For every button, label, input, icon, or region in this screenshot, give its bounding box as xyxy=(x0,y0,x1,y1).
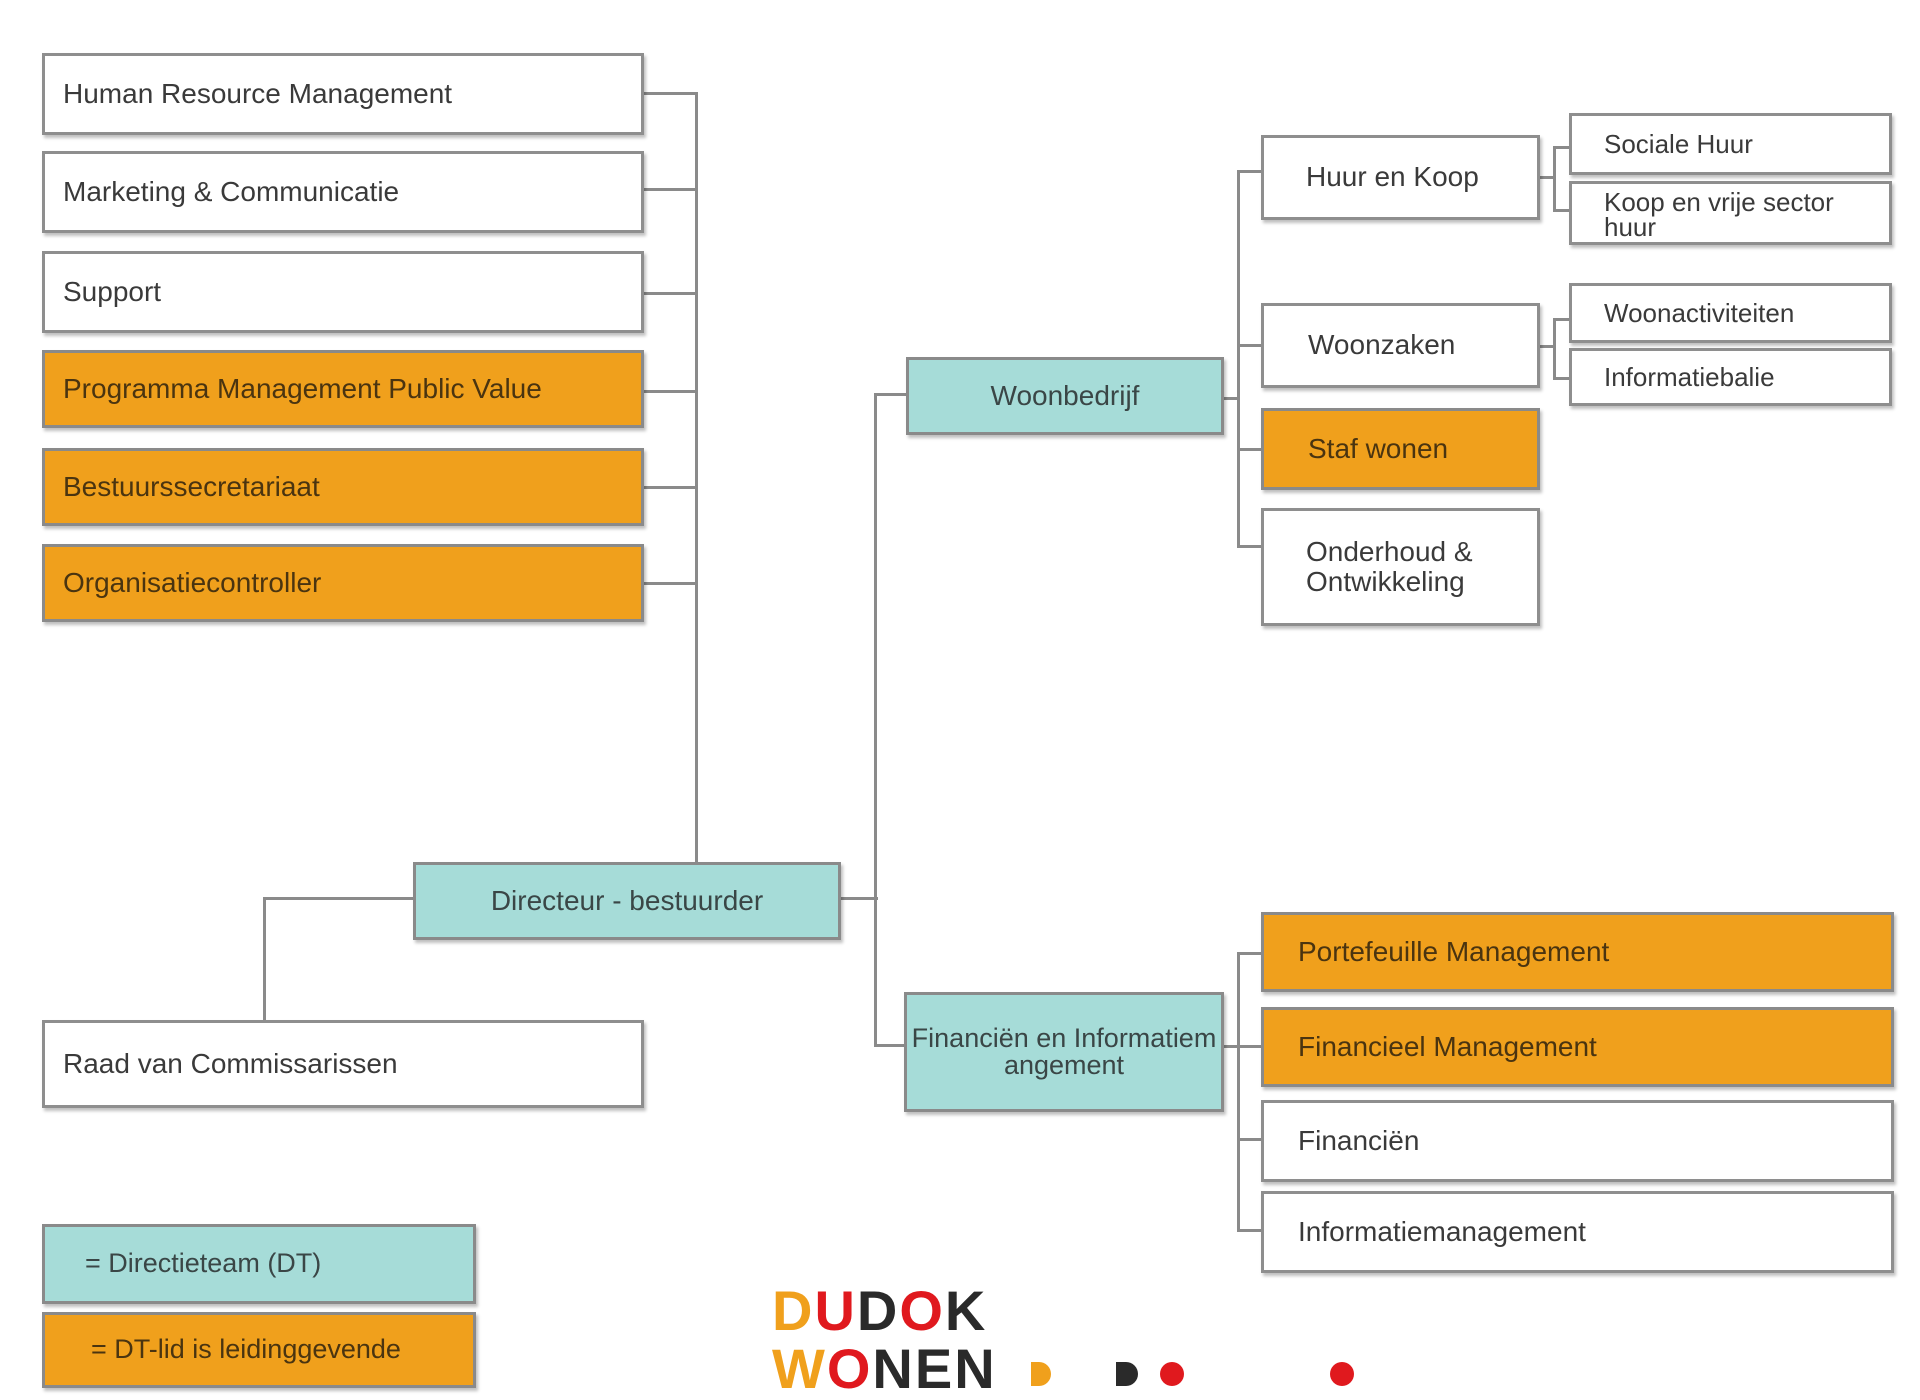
logo-letter: D xyxy=(856,1279,900,1342)
connector-line xyxy=(1237,344,1261,347)
logo-dot-red-icon xyxy=(1160,1362,1184,1386)
raad-van-commissarissen-node: Raad van Commissarissen xyxy=(42,1020,644,1108)
connector-line xyxy=(1237,1045,1261,1048)
connector-line xyxy=(1538,345,1556,348)
unit-label: Marketing & Communicatie xyxy=(63,175,400,207)
logo-letter: W xyxy=(772,1337,827,1400)
staf-wonen-label: Staf wonen xyxy=(1308,432,1449,464)
connector-line xyxy=(874,393,906,396)
huur-en-koop-label: Huur en Koop xyxy=(1306,161,1479,193)
connector-line xyxy=(642,582,698,585)
logo-dot-orange-icon xyxy=(1031,1362,1051,1386)
connector-line xyxy=(874,393,877,1047)
informatiemanagement-node: Informatiemanagement xyxy=(1261,1191,1894,1273)
connector-line xyxy=(695,92,698,862)
staf-wonen-node: Staf wonen xyxy=(1261,408,1540,490)
connector-line xyxy=(1553,146,1569,149)
connector-line xyxy=(642,390,698,393)
raad-label: Raad van Commissarissen xyxy=(63,1047,398,1079)
connector-line xyxy=(1553,377,1569,380)
informatiebalie-node: Informatiebalie xyxy=(1569,348,1892,406)
connector-line xyxy=(1237,545,1261,548)
woonzaken-node: Woonzaken xyxy=(1261,303,1540,388)
unit-label: Bestuurssecretariaat xyxy=(63,470,320,502)
financieel-management-node: Financieel Management xyxy=(1261,1007,1894,1087)
onderhoud-ontwikkeling-node: Onderhoud & Ontwikkeling xyxy=(1261,508,1540,626)
financien-child-node: Financiën xyxy=(1261,1100,1894,1182)
unit-programma-management-public-value: Programma Management Public Value xyxy=(42,350,644,428)
connector-line xyxy=(1237,170,1240,547)
connector-line xyxy=(1553,318,1569,321)
sociale-huur-node: Sociale Huur xyxy=(1569,113,1892,175)
director-node: Directeur - bestuurder xyxy=(413,862,841,940)
connector-line xyxy=(874,1044,906,1047)
huur-en-koop-node: Huur en Koop xyxy=(1261,135,1540,220)
woonbedrijf-label: Woonbedrijf xyxy=(990,379,1140,411)
woonactiviteiten-node: Woonactiviteiten xyxy=(1569,283,1892,343)
unit-label: Organisatiecontroller xyxy=(63,566,322,598)
connector-line xyxy=(1237,1138,1261,1141)
legend-teal-label: = Directieteam (DT) xyxy=(85,1248,322,1279)
unit-bestuurssecretariaat: Bestuurssecretariaat xyxy=(42,448,644,526)
connector-line xyxy=(1222,1045,1240,1048)
logo-letter: O xyxy=(826,1337,873,1400)
connector-line xyxy=(838,897,878,900)
woonzaken-label: Woonzaken xyxy=(1308,329,1456,361)
financieel-management-label: Financieel Management xyxy=(1298,1030,1597,1062)
connector-line xyxy=(1237,952,1261,955)
logo-letter: O xyxy=(899,1279,945,1342)
legend-orange-label: = DT-lid is leidinggevende xyxy=(91,1334,401,1365)
unit-marketing-communicatie: Marketing & Communicatie xyxy=(42,151,644,233)
logo-letter: N xyxy=(872,1337,915,1400)
informatiebalie-label: Informatiebalie xyxy=(1604,361,1775,392)
connector-line xyxy=(1553,318,1556,380)
logo-letter: D xyxy=(772,1279,815,1342)
connector-line xyxy=(263,897,413,900)
logo-letter: E xyxy=(914,1337,955,1400)
logo-letter: K xyxy=(944,1279,988,1342)
logo-line-1: D U D O K xyxy=(772,1283,997,1339)
logo-letter: N xyxy=(954,1337,997,1400)
connector-line xyxy=(1237,448,1261,451)
connector-line xyxy=(1538,176,1556,179)
portefeuille-management-node: Portefeuille Management xyxy=(1261,912,1894,992)
connector-line xyxy=(1237,952,1240,1232)
sociale-huur-label: Sociale Huur xyxy=(1604,128,1753,159)
portefeuille-management-label: Portefeuille Management xyxy=(1298,935,1610,967)
connector-line xyxy=(642,486,698,489)
legend-orange: = DT-lid is leidinggevende xyxy=(42,1312,476,1388)
unit-support: Support xyxy=(42,251,644,333)
connector-line xyxy=(1237,170,1261,173)
unit-label: Human Resource Management xyxy=(63,77,453,109)
connector-line xyxy=(642,188,698,191)
logo-dot-red-icon xyxy=(1330,1362,1354,1386)
connector-line xyxy=(1222,397,1240,400)
informatiemanagement-label: Informatiemanagement xyxy=(1298,1215,1586,1247)
logo-line-2: W O N E N xyxy=(772,1341,997,1397)
logo-letter: U xyxy=(814,1279,857,1342)
connector-line xyxy=(642,292,698,295)
unit-human-resource-management: Human Resource Management xyxy=(42,53,644,135)
woonactiviteiten-label: Woonactiviteiten xyxy=(1604,297,1795,328)
financien-label: Financiën en Informatiemangement xyxy=(911,1023,1217,1080)
connector-line xyxy=(1237,1229,1261,1232)
financien-node: Financiën en Informatiemangement xyxy=(904,992,1224,1112)
director-label: Directeur - bestuurder xyxy=(490,884,764,916)
logo-dot-dark-icon xyxy=(1116,1362,1138,1386)
unit-label: Programma Management Public Value xyxy=(63,372,542,404)
koop-vrije-sector-node: Koop en vrije sector huur xyxy=(1569,181,1892,245)
connector-line xyxy=(1553,146,1556,212)
koop-vrije-sector-label: Koop en vrije sector huur xyxy=(1604,187,1834,242)
connector-line xyxy=(1553,209,1569,212)
unit-label: Support xyxy=(63,275,162,307)
unit-organisatiecontroller: Organisatiecontroller xyxy=(42,544,644,622)
connector-line xyxy=(642,92,698,95)
woonbedrijf-node: Woonbedrijf xyxy=(906,357,1224,435)
onderhoud-ontwikkeling-label: Onderhoud & Ontwikkeling xyxy=(1306,535,1473,597)
legend-teal: = Directieteam (DT) xyxy=(42,1224,476,1304)
financien-child-label: Financiën xyxy=(1298,1124,1420,1156)
dudok-wonen-logo: D U D O K W O N E N xyxy=(772,1283,997,1397)
connector-line xyxy=(263,897,266,1022)
